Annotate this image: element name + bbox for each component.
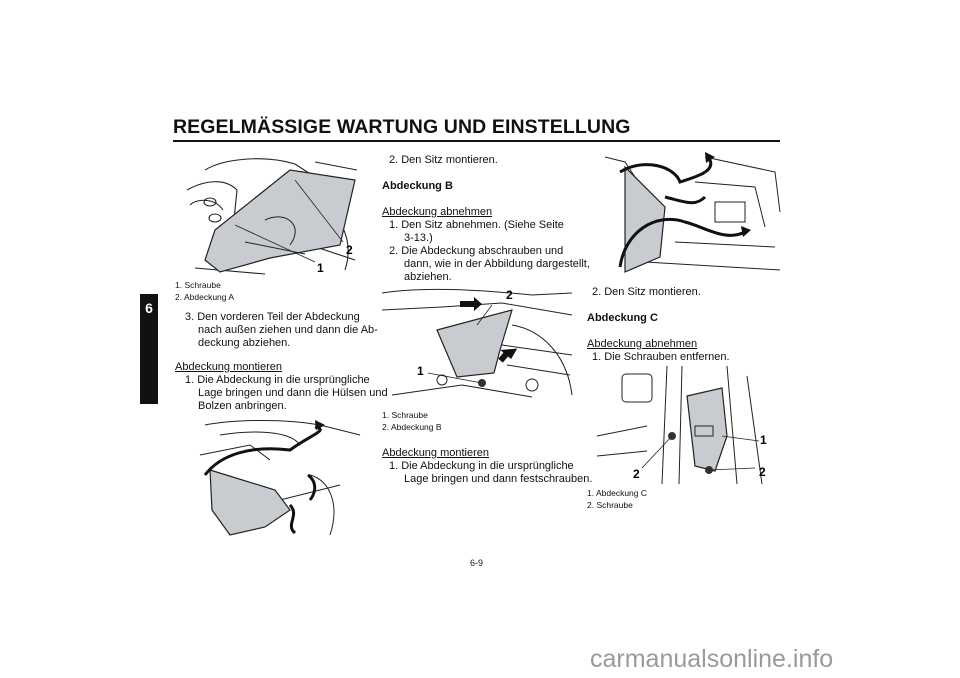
step-text: 1. Die Abdeckung in die ursprüngliche xyxy=(389,460,574,472)
step-text: 2. Den Sitz montieren. xyxy=(592,286,701,298)
watermark[interactable]: carmanualsonline.info xyxy=(590,645,834,673)
step-text: deckung abziehen. xyxy=(198,337,291,349)
figure-caption: 2. Abdeckung B xyxy=(382,422,442,432)
callout-2: 2 xyxy=(346,243,353,257)
callout-2: 2 xyxy=(633,467,640,481)
step-text: Bolzen anbringen. xyxy=(198,400,287,412)
step-text: abziehen. xyxy=(404,271,452,283)
figure-abdeckung-a: 2 1 xyxy=(186,158,358,275)
step-text: 1. Die Schrauben entfernen. xyxy=(592,351,730,363)
callout-2: 2 xyxy=(506,288,513,302)
page-title: REGELMÄSSIGE WARTUNG UND EINSTELLUNG xyxy=(173,116,631,138)
figure-caption: 1. Schraube xyxy=(382,410,428,420)
figure-caption: 1. Schraube xyxy=(175,280,221,290)
step-text: dann, wie in der Abbildung dargestellt, xyxy=(404,258,590,270)
figure-abdeckung-b: 2 1 xyxy=(382,288,573,398)
page-number: 6-9 xyxy=(470,558,484,568)
step-text: Lage bringen und dann festschrauben. xyxy=(404,473,593,485)
figure-abdeckung-c: 1 2 2 xyxy=(596,366,767,484)
section-heading: Abdeckung B xyxy=(382,180,453,192)
section-heading: Abdeckung montieren xyxy=(382,447,490,459)
callout-1: 1 xyxy=(760,433,767,447)
step-text: 2. Die Abdeckung abschrauben und xyxy=(389,245,564,257)
figure-caption: 2. Schraube xyxy=(587,500,633,510)
callout-2: 2 xyxy=(759,465,766,479)
step-text: Lage bringen und dann die Hülsen und xyxy=(198,387,388,399)
section-heading: Abdeckung C xyxy=(587,312,658,324)
section-heading: Abdeckung montieren xyxy=(175,361,283,373)
figure-caption: 2. Abdeckung A xyxy=(175,292,235,302)
callout-1: 1 xyxy=(317,261,324,275)
figure-caption: 1. Abdeckung C xyxy=(587,488,648,498)
step-text: 3. Den vorderen Teil der Abdeckung xyxy=(185,311,360,323)
step-text: nach außen ziehen und dann die Ab- xyxy=(198,324,378,336)
chapter-tab: 6 xyxy=(140,294,158,404)
step-text: 1. Den Sitz abnehmen. (Siehe Seite xyxy=(389,219,564,231)
title-rule xyxy=(173,140,780,142)
step-text: 3-13.) xyxy=(404,232,433,244)
section-heading: Abdeckung abnehmen xyxy=(382,206,493,218)
step-text: 2. Den Sitz montieren. xyxy=(389,154,498,166)
section-heading: Abdeckung abnehmen xyxy=(587,338,698,350)
callout-1: 1 xyxy=(417,364,424,378)
figure-abdeckung-a-montieren xyxy=(199,419,361,536)
step-text: 1. Die Abdeckung in die ursprüngliche xyxy=(185,374,370,386)
figure-abdeckung-b-montieren xyxy=(605,152,781,273)
